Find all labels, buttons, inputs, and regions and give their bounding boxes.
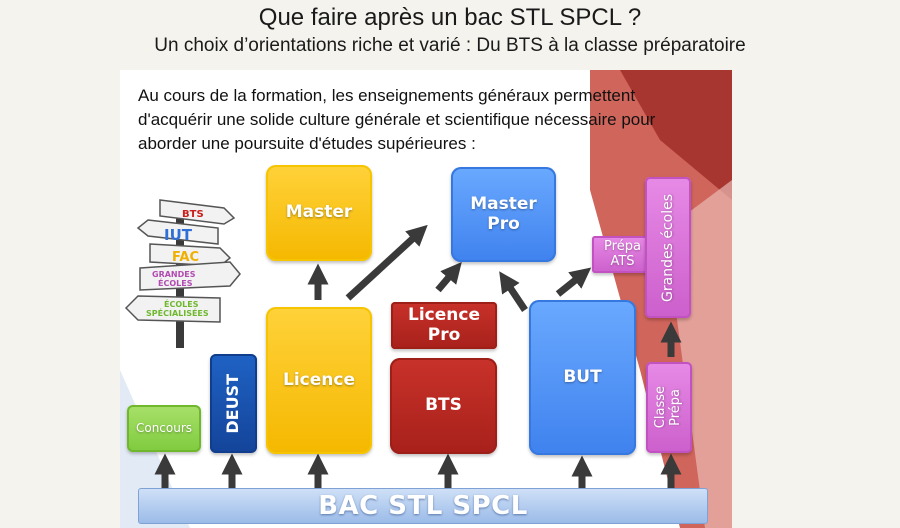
licence-pro-label-line2: Pro [427,324,461,345]
licence-pro-box: Licence Pro [391,302,497,349]
signpost-ecoles-line2: SPÉCIALISÉES [146,307,209,318]
arrow-but-to-prepa-ats [555,267,592,297]
grandes-ecoles-box: Grandes écoles [645,177,691,318]
signpost-grandes-line2: ÉCOLES [158,277,193,288]
signpost-illustration: BTS IUT FAC GRANDES ÉCOLES ÉCOLES SPÉCIA… [124,199,241,348]
signpost-bts: BTS [182,209,204,220]
concours-label: Concours [135,420,193,435]
flow-arrows [154,224,682,490]
signpost-fac: FAC [172,250,199,265]
prepa-ats-box: Prépa ATS [592,236,653,273]
bts-label: BTS [425,395,462,416]
classe-prepa-box: Classe Prépa [646,362,692,453]
deust-box: DEUST [210,354,257,453]
prepa-ats-label-line2: ATS [610,253,635,269]
licence-box: Licence [266,307,372,454]
arrow-licence-pro-to-master-pro [435,261,462,293]
licence-label: Licence [283,369,355,390]
page-subtitle: Un choix d’orientations riche et varié :… [154,35,746,56]
prepa-ats-label-line1: Prépa [604,238,641,254]
licence-pro-label-line1: Licence [408,304,480,325]
master-pro-box: Master Pro [451,167,556,262]
intro-line: aborder une poursuite d'études supérieur… [138,134,476,153]
intro-line: d'acquérir une solide culture générale e… [138,110,656,129]
bac-label: BAC STL SPCL [318,491,528,521]
classe-prepa-label-line1: Classe [653,386,669,429]
master-label: Master [285,202,353,223]
signpost-ecoles-line1: ÉCOLES [164,298,199,309]
arrow-licence-to-master-pro [345,224,428,301]
deust-label: DEUST [223,373,243,434]
but-box: BUT [529,300,636,455]
classe-prepa-label-line2: Prépa [668,389,683,426]
bac-stl-spcl-bar: BAC STL SPCL [138,488,708,524]
master-box: Master [266,165,372,261]
signpost-iut: IUT [164,226,193,244]
grandes-ecoles-label: Grandes écoles [659,193,676,302]
arrow-but-to-master-pro [499,271,528,312]
master-pro-label-line1: Master [470,193,537,214]
master-pro-label-line2: Pro [487,213,520,234]
concours-box: Concours [127,405,201,452]
but-label: BUT [563,366,602,387]
signpost-grandes-line1: GRANDES [152,270,196,279]
intro-text: Au cours de la formation, les enseigneme… [138,84,728,156]
intro-line: Au cours de la formation, les enseigneme… [138,86,636,105]
bts-box: BTS [390,358,497,454]
page-title: Que faire après un bac STL SPCL ? [258,4,642,31]
